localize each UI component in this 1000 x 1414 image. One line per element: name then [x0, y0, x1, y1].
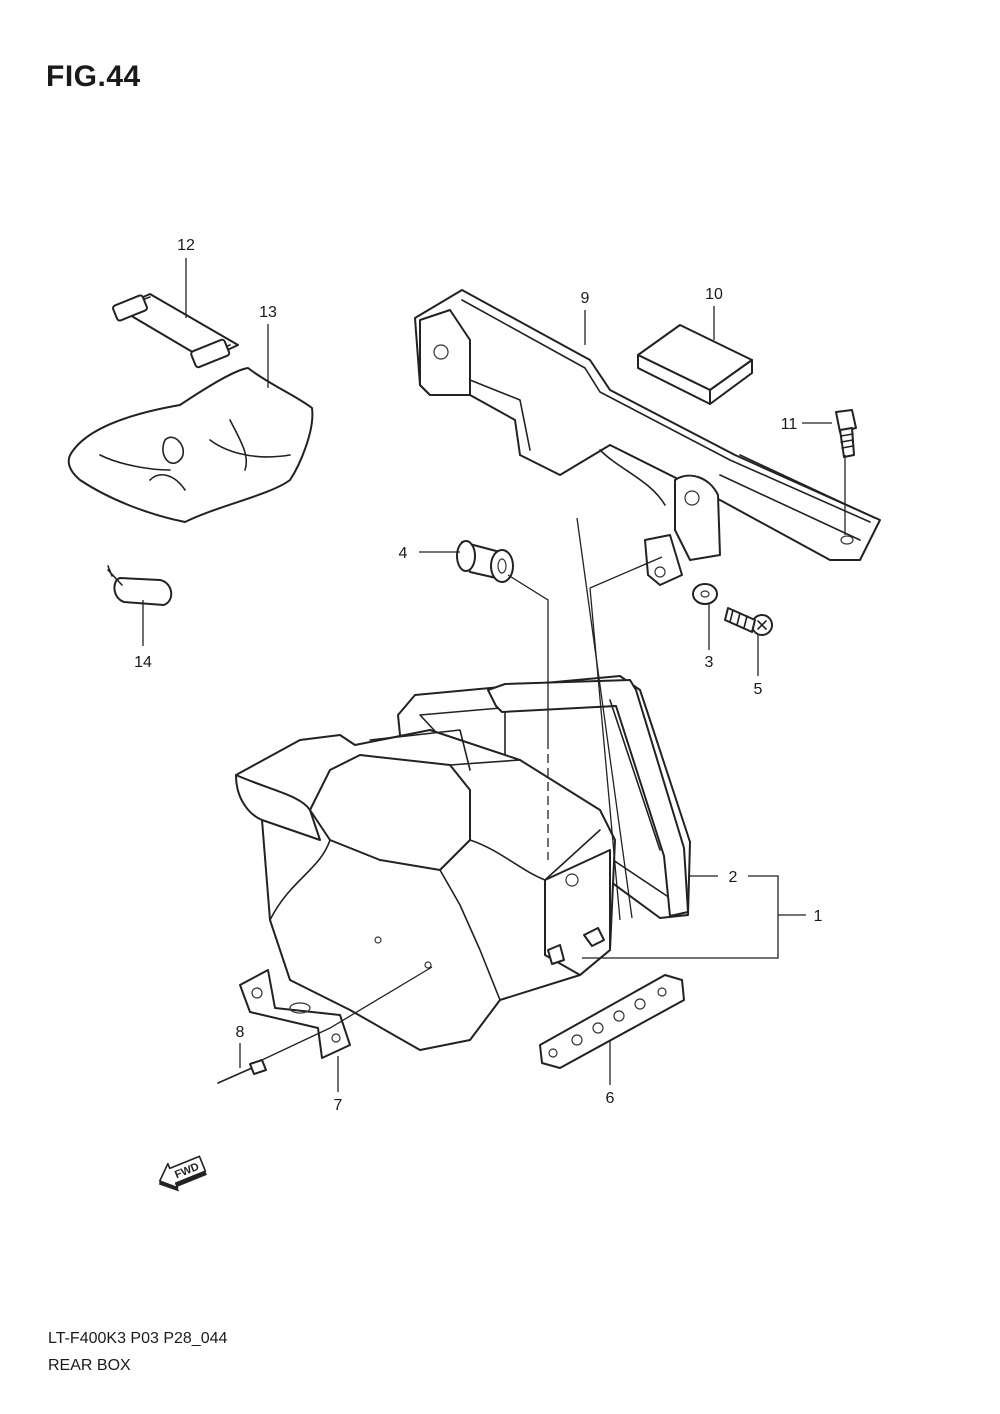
rear-box-body — [235, 729, 616, 1051]
part-7-bracket — [239, 969, 351, 1059]
footer-model-code: LT-F400K3 P03 P28_044 — [48, 1330, 228, 1347]
callout-10: 10 — [705, 286, 723, 303]
part-9-bracket — [414, 289, 881, 586]
part-3-washer — [692, 583, 718, 605]
callout-14: 14 — [134, 654, 152, 671]
callout-11: 11 — [781, 416, 798, 433]
part-13-cover — [67, 367, 314, 523]
part-14-clip — [107, 565, 173, 606]
callout-5: 5 — [754, 681, 763, 698]
callout-13: 13 — [259, 304, 277, 321]
part-11-bolt — [835, 409, 857, 458]
part-8-rivet — [217, 1059, 267, 1084]
callout-8: 8 — [236, 1024, 245, 1041]
part-12-strap — [112, 293, 239, 369]
callout-2: 2 — [729, 869, 738, 886]
figure-title: FIG.44 — [46, 60, 141, 93]
callout-9: 9 — [581, 290, 590, 307]
callout-12: 12 — [177, 237, 195, 254]
part-4-collar — [456, 540, 514, 583]
part-6-bar — [539, 974, 685, 1069]
part-10-pad — [637, 324, 753, 405]
callout-7: 7 — [334, 1097, 343, 1114]
part-5-screw — [724, 607, 773, 636]
fwd-arrow-icon: FWD — [158, 1155, 207, 1192]
callout-1: 1 — [814, 908, 823, 925]
callout-6: 6 — [606, 1090, 615, 1107]
leader-lines — [142, 258, 832, 1092]
callout-labels: 12 13 14 9 10 11 4 3 5 2 1 6 7 8 — [134, 237, 822, 1114]
footer-section-name: REAR BOX — [48, 1357, 131, 1374]
callout-3: 3 — [705, 654, 714, 671]
assembly-guide-lines — [261, 455, 846, 1061]
callout-4: 4 — [399, 545, 408, 562]
